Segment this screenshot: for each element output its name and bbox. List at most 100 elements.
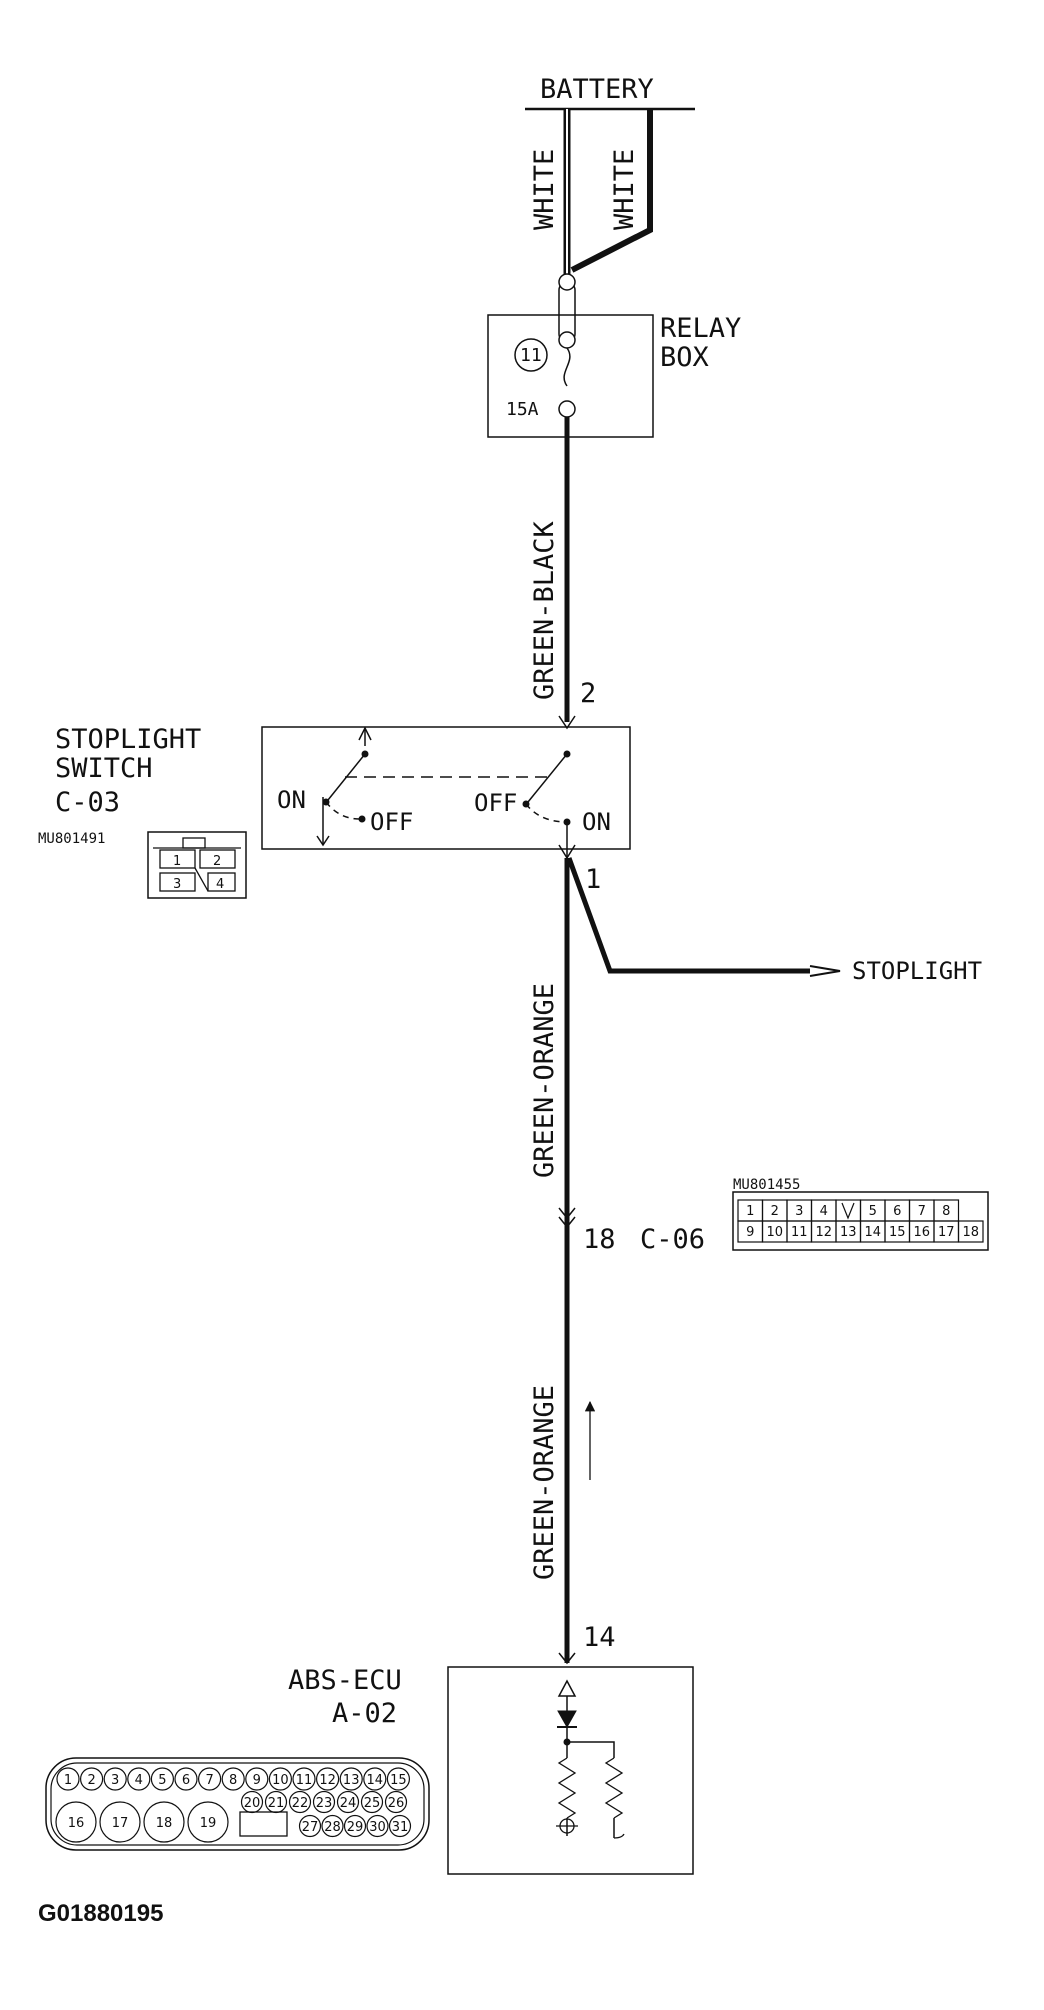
- stoplight-switch-label-line3: C-03: [55, 787, 120, 818]
- c06-pin: 1: [746, 1204, 754, 1219]
- a02-pin: 13: [343, 1773, 360, 1788]
- switch-left-on-label: ON: [277, 786, 306, 814]
- c06-pin: 11: [791, 1225, 808, 1240]
- wire-green-orange-upper: GREEN-ORANGE: [529, 858, 570, 1235]
- relay-box-label-line1: RELAY: [660, 313, 741, 344]
- a02-pin: 29: [347, 1820, 364, 1835]
- c06-pin: 12: [815, 1225, 832, 1240]
- a02-pin: 26: [388, 1796, 405, 1811]
- abs-ecu-label-line2: A-02: [332, 1698, 397, 1729]
- pin-14-label: 14: [583, 1622, 616, 1653]
- c06-key-mark: [841, 1202, 855, 1220]
- switch-part-number: MU801491: [38, 831, 105, 847]
- a02-pin-circle: [292, 1767, 316, 1791]
- a02-pin-circle: [366, 1814, 389, 1838]
- a02-pin: 30: [369, 1820, 386, 1835]
- a02-pin: 16: [68, 1816, 85, 1831]
- a02-pin-circle: [343, 1814, 367, 1838]
- a02-pin: 2: [87, 1773, 95, 1788]
- a02-pin: 21: [268, 1796, 285, 1811]
- c06-pin-number: 18: [583, 1224, 616, 1255]
- a02-pin: 27: [302, 1820, 319, 1835]
- battery-terminal: BATTERY: [525, 74, 695, 111]
- a02-pin-circle: [150, 1767, 174, 1791]
- a02-pin: 10: [272, 1773, 289, 1788]
- a02-pin: 22: [292, 1796, 309, 1811]
- relay-box: RELAY BOX 11 15A: [487, 273, 741, 438]
- wire-label-green-orange-upper: GREEN-ORANGE: [529, 983, 560, 1178]
- a02-pin-circle: [198, 1767, 222, 1791]
- stoplight-switch-label-line2: SWITCH: [55, 753, 153, 784]
- pin-2-label: 2: [580, 678, 596, 709]
- a02-pin: 20: [244, 1796, 261, 1811]
- abs-ecu: ABS-ECU A-02: [288, 1665, 694, 1875]
- a02-pin: 14: [367, 1773, 384, 1788]
- a02-pin: 23: [316, 1796, 333, 1811]
- a02-pin: 24: [340, 1796, 357, 1811]
- a02-pin: 8: [229, 1773, 237, 1788]
- battery-label: BATTERY: [540, 74, 654, 105]
- a02-pin-circle: [312, 1790, 336, 1814]
- a02-pin: 31: [392, 1820, 409, 1835]
- pin-1-label: 1: [585, 864, 601, 895]
- c06-pin: 15: [889, 1225, 906, 1240]
- c06-pin: 17: [938, 1225, 955, 1240]
- a02-pin: 19: [200, 1816, 217, 1831]
- c03-pin-4: 4: [216, 877, 224, 892]
- wire-label-green-orange-lower: GREEN-ORANGE: [529, 1385, 560, 1580]
- connector-c03-face: 1 2 3 4: [147, 831, 247, 899]
- figure-code: G01880195: [38, 1900, 163, 1927]
- stoplight-label: STOPLIGHT: [852, 957, 982, 985]
- c06-pin: 18: [962, 1225, 979, 1240]
- c06-pin: 6: [893, 1204, 901, 1219]
- c06-pin: 14: [864, 1225, 881, 1240]
- a02-pin-circle: [127, 1767, 151, 1791]
- a02-pin-circle: [245, 1767, 269, 1791]
- c06-pin: 3: [795, 1204, 803, 1219]
- wire-label-white-right: WHITE: [609, 149, 640, 230]
- a02-pin: 18: [156, 1816, 173, 1831]
- a02-pin-circle: [388, 1814, 412, 1838]
- a02-pin: 5: [158, 1773, 166, 1788]
- a02-pin: 6: [182, 1773, 190, 1788]
- a02-pin-circle: [103, 1767, 127, 1791]
- a02-pin-circle: [221, 1767, 245, 1791]
- c03-pin-2: 2: [213, 854, 221, 869]
- a02-pin-circle: [321, 1814, 344, 1838]
- wire-label-green-black: GREEN-BLACK: [529, 520, 560, 700]
- a02-pin: 3: [111, 1773, 119, 1788]
- a02-pin: 1: [64, 1773, 72, 1788]
- a02-pin: 25: [364, 1796, 381, 1811]
- a02-pin: 4: [135, 1773, 143, 1788]
- wire-green-black: GREEN-BLACK 2: [529, 417, 596, 722]
- c06-label: C-06: [640, 1224, 705, 1255]
- a02-pin: 28: [324, 1820, 341, 1835]
- fuse-rating: 15A: [506, 399, 539, 420]
- wire-label-white-left: WHITE: [529, 149, 560, 230]
- a02-pin-circle: [386, 1767, 410, 1791]
- c03-pin-3: 3: [173, 877, 181, 892]
- a02-pin-circle: [316, 1767, 340, 1791]
- c06-pin: 8: [942, 1204, 950, 1219]
- a02-pin-circle: [143, 1801, 185, 1843]
- a02-pin-circle: [187, 1801, 229, 1843]
- a02-pin: 17: [112, 1816, 129, 1831]
- a02-pin-circle: [336, 1790, 360, 1814]
- a02-pin: 11: [296, 1773, 313, 1788]
- a02-pin-circle: [268, 1767, 292, 1791]
- wire-stoplight-branch: STOPLIGHT: [566, 857, 982, 985]
- c06-pin: 2: [771, 1204, 779, 1219]
- c06-part-number: MU801455: [733, 1177, 800, 1193]
- c06-pin: 10: [766, 1225, 783, 1240]
- a02-pin-circle: [288, 1790, 312, 1814]
- c06-pin: 7: [918, 1204, 926, 1219]
- fuse-number: 11: [520, 345, 542, 366]
- a02-pin-circle: [384, 1790, 408, 1814]
- c06-pin: 9: [746, 1225, 754, 1240]
- c06-cell: [957, 1220, 984, 1243]
- abs-ecu-label-line1: ABS-ECU: [288, 1665, 402, 1696]
